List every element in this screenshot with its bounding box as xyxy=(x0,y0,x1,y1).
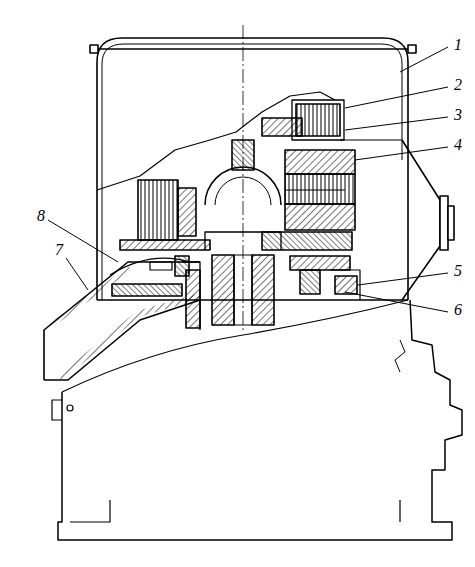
callout-number: 6 xyxy=(453,302,463,318)
callout-number: 3 xyxy=(453,107,463,123)
callout-number: 1 xyxy=(453,37,463,53)
callout-number: 7 xyxy=(54,242,64,258)
inlet-pipe xyxy=(44,258,200,380)
cutaway-interior xyxy=(97,25,360,330)
callout-number: 2 xyxy=(453,77,463,93)
lower-housing xyxy=(52,300,462,540)
leader-lines xyxy=(48,47,448,312)
callout-number: 5 xyxy=(453,263,463,279)
outlet-cone xyxy=(340,140,454,300)
callout-number: 4 xyxy=(453,137,463,153)
callout-number: 8 xyxy=(36,208,46,224)
